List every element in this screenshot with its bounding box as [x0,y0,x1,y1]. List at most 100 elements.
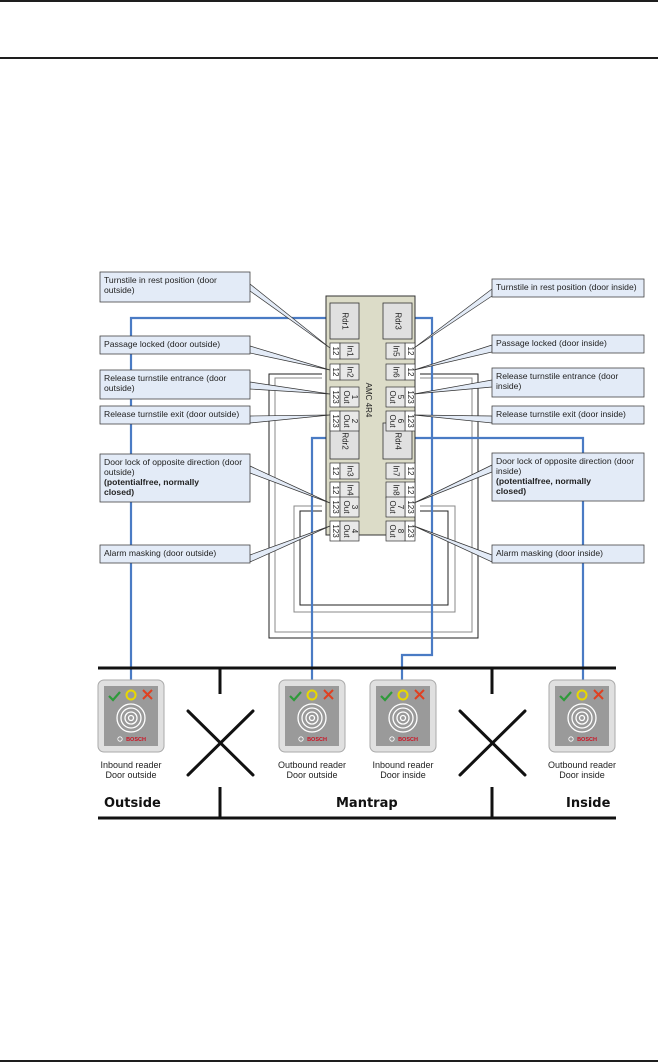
callout-text: Release turnstile exit (door inside) [496,409,626,419]
callout-text: outside) [104,285,135,295]
port-label: Out [388,391,397,405]
rfid-ring-icon [396,711,410,725]
port-label: In1 [345,345,354,357]
callout-text: Alarm masking (door outside) [104,548,216,558]
rfid-ring-icon [392,707,414,729]
rfid-ring-icon [305,711,319,725]
port-label: Out [342,391,351,405]
port-number: 2 [350,419,359,424]
reader-brand: BOSCH [577,737,597,743]
rfid-ring-icon [399,714,407,722]
reader-brand: BOSCH [307,737,327,743]
pin-numbers: 123 [331,390,340,404]
wire-rdr3 [400,316,434,680]
loop-outer-black [268,373,479,639]
pin-numbers: 12 [331,467,340,476]
footer-rule [0,1060,658,1062]
callout-text: Door lock of opposite direction (door [104,457,242,467]
callout-leaders [249,283,493,563]
callout-right-1: Turnstile in rest position (door inside) [491,278,645,298]
callout-leader [249,414,331,424]
port-label: Out [388,501,397,515]
reader-label-door: Door outside [286,770,337,780]
callout-leader [249,381,331,395]
rfid-ring-icon [308,714,316,722]
pin-numbers: 12 [331,486,340,495]
loop-inner-black [299,510,449,606]
reader-port-label: Rdr2 [340,432,349,450]
reader-brand: BOSCH [398,737,418,743]
pin-numbers: 123 [331,414,340,428]
reader-label-type: Outbound reader [548,760,616,770]
reader-label-door: Door inside [380,770,426,780]
zone-labels: Outside Mantrap Inside [104,796,611,811]
port-label: In5 [391,345,400,357]
port-number: 4 [350,529,359,534]
rfid-ring-icon [567,703,597,733]
port-label: Out [342,501,351,515]
port-label: In8 [391,484,400,496]
loop-inner-grey [293,505,456,613]
port-number: 5 [396,395,405,400]
bosch-logo-icon [298,736,304,742]
rfid-ring-icon [127,714,135,722]
cross-2-b [458,709,527,777]
check-icon [380,691,393,702]
zone-inside: Inside [566,796,611,811]
rfid-ring-icon [301,707,323,729]
port-label: In6 [391,366,400,378]
callout-leader [249,345,331,371]
callout-leader [249,525,331,563]
zone-outside: Outside [104,796,161,811]
input-port-8: 12 In8 [385,481,416,499]
callout-right-5: Door lock of opposite direction (doorins… [491,452,645,502]
bosch-logo-icon [117,736,123,742]
rfid-ring-icon [571,707,593,729]
callout-text: Release turnstile entrance (door [496,371,618,381]
rfid-ring-icon [116,703,146,733]
pin-numbers: 123 [406,414,415,428]
callout-text: Turnstile in rest position (door [104,275,217,285]
port-label: Out [388,525,397,539]
pin-numbers: 12 [406,486,415,495]
rfid-ring-icon [578,714,586,722]
reader-label-type: Outbound reader [278,760,346,770]
pin-numbers: 123 [331,524,340,538]
cross-icon [593,689,604,700]
reader-label-type: Inbound reader [372,760,433,770]
callout-bold-text: (potentialfree, normally [104,477,199,487]
reader-label-door: Door outside [105,770,156,780]
header-divider [0,57,658,59]
reader-port-label: Rdr3 [393,312,402,330]
port-label: Out [342,415,351,429]
callout-bold-text: (potentialfree, normally [496,476,591,486]
door-wiring-loops [268,373,479,639]
pin-numbers: 123 [406,500,415,514]
pin-numbers: 12 [331,368,340,377]
callout-text: outside) [104,383,135,393]
callout-text: Turnstile in rest position (door inside) [496,282,637,292]
circle-icon [397,689,409,701]
turnstile-crosses [186,709,527,777]
callout-text: inside) [496,381,521,391]
circle-icon [125,689,137,701]
callout-text: Passage locked (door outside) [104,339,220,349]
check-icon [108,691,121,702]
cross-icon [414,689,425,700]
